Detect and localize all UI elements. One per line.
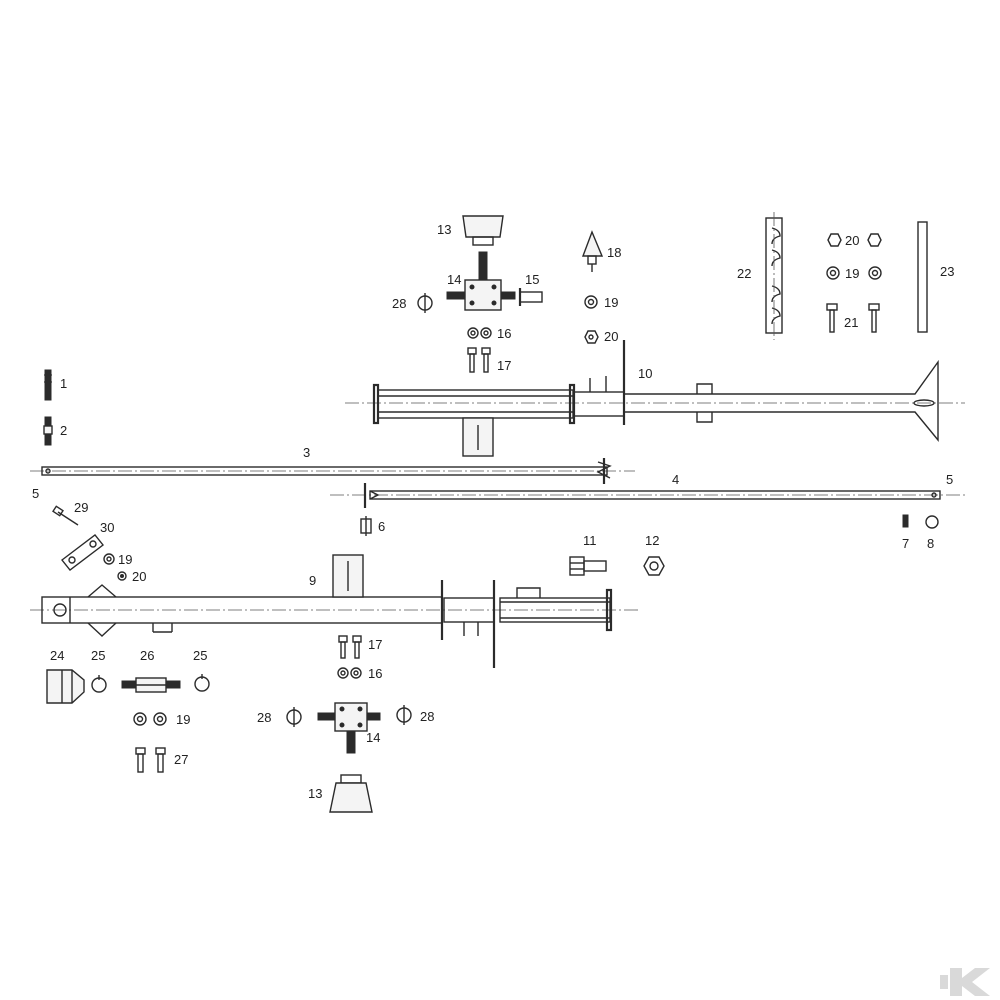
part-19-top-washers	[826, 266, 882, 280]
part-11-hex-bolt	[569, 556, 607, 576]
part-20-mid-nut	[584, 330, 599, 344]
callout-4: 4	[672, 472, 679, 487]
callout-1: 1	[60, 376, 67, 391]
part-26-coupling-shaft	[121, 677, 181, 693]
callout-20-left: 20	[132, 569, 146, 584]
part-4-long-rod	[330, 483, 965, 508]
callout-18: 18	[607, 245, 621, 260]
callout-2: 2	[60, 423, 67, 438]
callout-27: 27	[174, 752, 188, 767]
callout-24: 24	[50, 648, 64, 663]
callout-25-left: 25	[91, 648, 105, 663]
callout-29: 29	[74, 500, 88, 515]
callout-12: 12	[645, 533, 659, 548]
callout-28-lower-left: 28	[257, 710, 271, 725]
callout-17-lower: 17	[368, 637, 382, 652]
part-17-lower-bolts	[338, 635, 362, 659]
callout-16-top: 16	[497, 326, 511, 341]
callout-6: 6	[378, 519, 385, 534]
part-29-small-bolt	[52, 505, 79, 526]
callout-20-top: 20	[845, 233, 859, 248]
callout-19-left: 19	[118, 552, 132, 567]
part-25-left-ring	[91, 675, 107, 693]
part-15-pin	[518, 288, 543, 306]
part-27-bolts	[135, 747, 166, 773]
brand-k-logo-icon	[940, 968, 990, 996]
callout-14-lower: 14	[366, 730, 380, 745]
callout-11: 11	[583, 533, 597, 548]
part-16-top-washers	[467, 327, 492, 339]
callout-15: 15	[525, 272, 539, 287]
callout-16-lower: 16	[368, 666, 382, 681]
part-22-slotted-plate	[765, 212, 783, 340]
callout-13-bottom: 13	[308, 786, 322, 801]
part-28-top-clamp	[417, 293, 433, 313]
part-25-right-ring	[194, 674, 210, 692]
part-19-left-washer	[103, 553, 115, 565]
part-28-lower-clamp-right	[396, 705, 412, 725]
part-3-long-rod	[30, 458, 635, 484]
callout-3: 3	[303, 445, 310, 460]
callout-9: 9	[309, 573, 316, 588]
callout-20-mid: 20	[604, 329, 618, 344]
part-14-lower-gearbox	[317, 702, 381, 754]
callout-13-top: 13	[437, 222, 451, 237]
part-23-flat-bar	[917, 221, 928, 333]
callout-30: 30	[100, 520, 114, 535]
callout-28-lower-right: 28	[420, 709, 434, 724]
part-9-lower-beam	[30, 554, 640, 668]
callout-5-left: 5	[32, 486, 39, 501]
part-16-lower-washers	[337, 667, 362, 679]
callout-19-top: 19	[845, 266, 859, 281]
part-19-bottom-washers	[133, 712, 167, 726]
part-18-cone-cap	[581, 230, 604, 272]
callout-19-mid: 19	[604, 295, 618, 310]
part-6-sleeve	[360, 516, 372, 536]
part-12-hex-nut	[643, 556, 665, 576]
part-28-lower-clamp-left	[286, 707, 302, 727]
callout-14-top: 14	[447, 272, 461, 287]
part-20-top-nuts	[827, 233, 882, 247]
part-13-top-cap	[462, 215, 504, 246]
callout-10: 10	[638, 366, 652, 381]
part-30-link-plate	[61, 534, 104, 571]
part-1-threaded-bolt	[44, 369, 52, 401]
callout-5-right: 5	[946, 472, 953, 487]
callout-19-bottom: 19	[176, 712, 190, 727]
callout-28-top: 28	[392, 296, 406, 311]
part-21-bolts	[826, 303, 880, 333]
part-10-upper-beam	[345, 340, 965, 457]
callout-26: 26	[140, 648, 154, 663]
part-8-ring	[925, 515, 939, 529]
callout-23: 23	[940, 264, 954, 279]
part-7-clip	[902, 514, 909, 528]
part-17-top-bolts	[467, 347, 491, 373]
part-19-mid-washer	[584, 295, 598, 309]
callout-8: 8	[927, 536, 934, 551]
part-20-left-nut	[117, 571, 127, 581]
callout-17-top: 17	[497, 358, 511, 373]
part-24-end-cap	[46, 669, 85, 704]
part-13-bottom-cap	[329, 774, 373, 813]
callout-7: 7	[902, 536, 909, 551]
callout-21: 21	[844, 315, 858, 330]
callout-25-right: 25	[193, 648, 207, 663]
part-14-top-gearbox	[446, 251, 516, 311]
callout-22: 22	[737, 266, 751, 281]
part-2-threaded-pin	[43, 416, 53, 446]
